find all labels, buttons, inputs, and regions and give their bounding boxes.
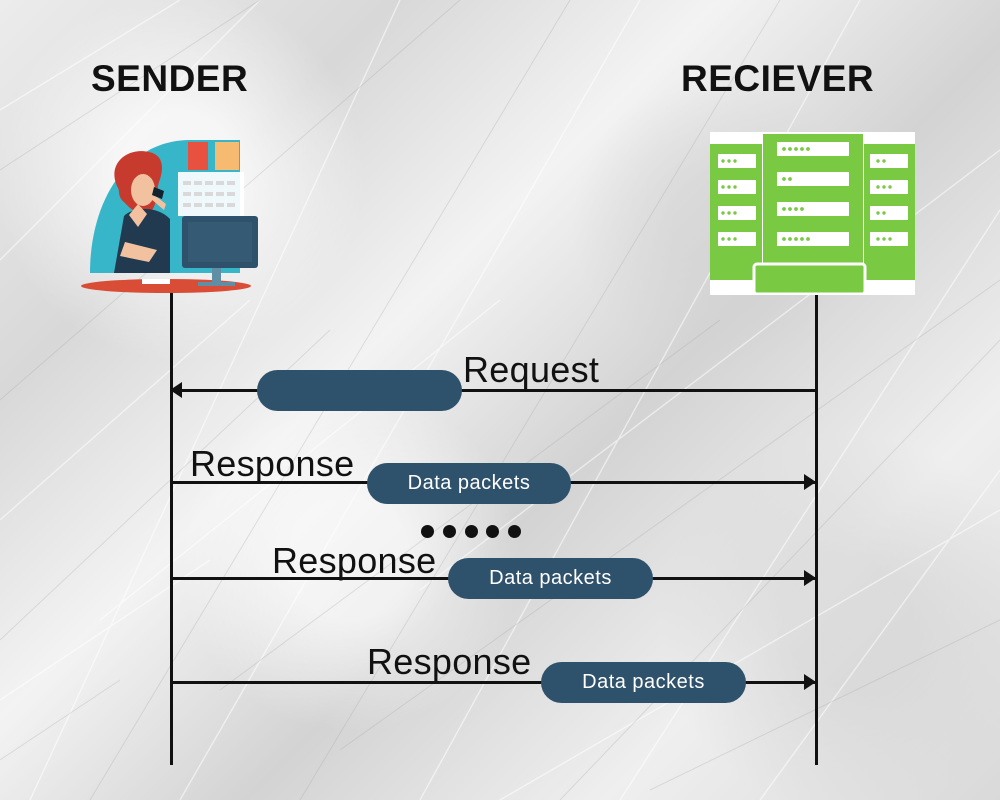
request-arrowhead — [170, 382, 182, 398]
person-at-computer-icon — [81, 140, 258, 293]
sender-lifeline — [170, 292, 173, 765]
data-packets-pill-1: Data packets — [367, 463, 571, 504]
ellipsis-dots — [421, 522, 521, 540]
response-arrowhead-1 — [804, 474, 816, 490]
data-packets-pill-3: Data packets — [541, 662, 746, 703]
sender-title: SENDER — [91, 58, 249, 99]
dot-2 — [442, 524, 456, 538]
receiver-lifeline — [815, 292, 818, 765]
dot-1 — [421, 524, 434, 538]
dot-3 — [464, 524, 478, 538]
response-arrowhead-3 — [804, 674, 816, 690]
dot-5 — [508, 524, 521, 538]
dot-4 — [486, 524, 500, 538]
response-label-1: Response — [190, 443, 355, 484]
response-arrowhead-2 — [804, 570, 816, 586]
request-label: Request — [463, 349, 600, 390]
server-rack-icon — [710, 132, 915, 295]
data-packets-pill-2: Data packets — [448, 558, 653, 599]
receiver-title: RECIEVER — [681, 58, 875, 99]
response-label-3: Response — [367, 641, 532, 682]
request-pill — [257, 370, 462, 411]
response-label-2: Response — [272, 540, 437, 581]
